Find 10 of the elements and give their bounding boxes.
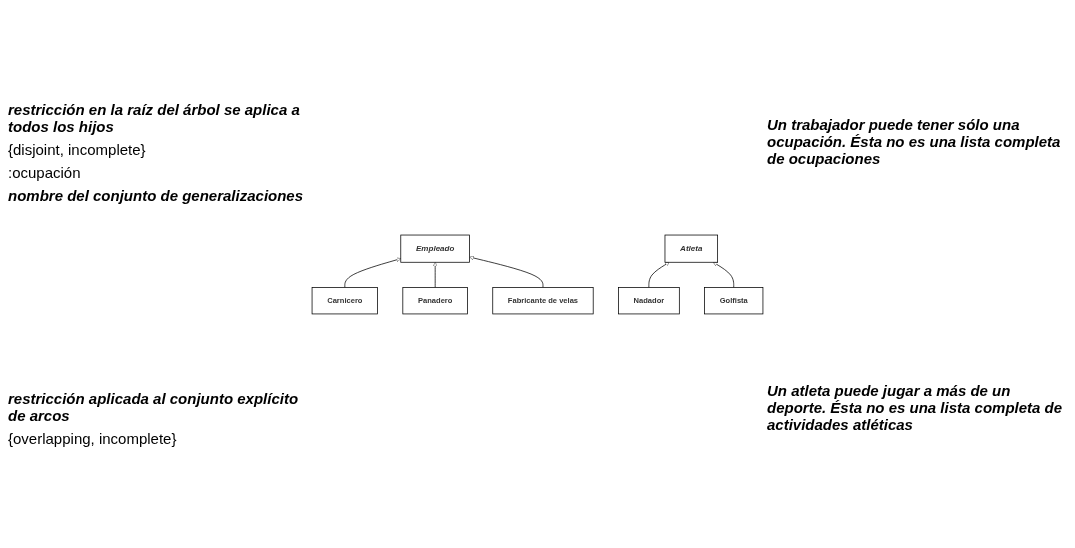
- constraint-text: {overlapping, incomplete}: [8, 430, 178, 447]
- note-text: Un atleta puede jugar a más de un deporte. Ésta no es una lista completa de actividades atléticas: [767, 381, 1064, 433]
- note-text: nombre del conjunto de generalizaciones: [8, 187, 305, 204]
- node-box: Empleado: [400, 234, 470, 263]
- constraint-text: :ocupación: [8, 164, 82, 181]
- note-text: Un trabajador puede tener sólo una ocupación. Ésta no es una lista completa de ocupaciones: [767, 115, 1062, 167]
- constraint-text: {disjoint, incomplete}: [8, 141, 147, 158]
- note-text: restricción aplicada al conjunto explícito de arcos: [8, 390, 300, 424]
- node-box: Atleta: [664, 234, 718, 263]
- note-text: restricción en la raíz del árbol se aplica a todos los hijos: [8, 101, 301, 135]
